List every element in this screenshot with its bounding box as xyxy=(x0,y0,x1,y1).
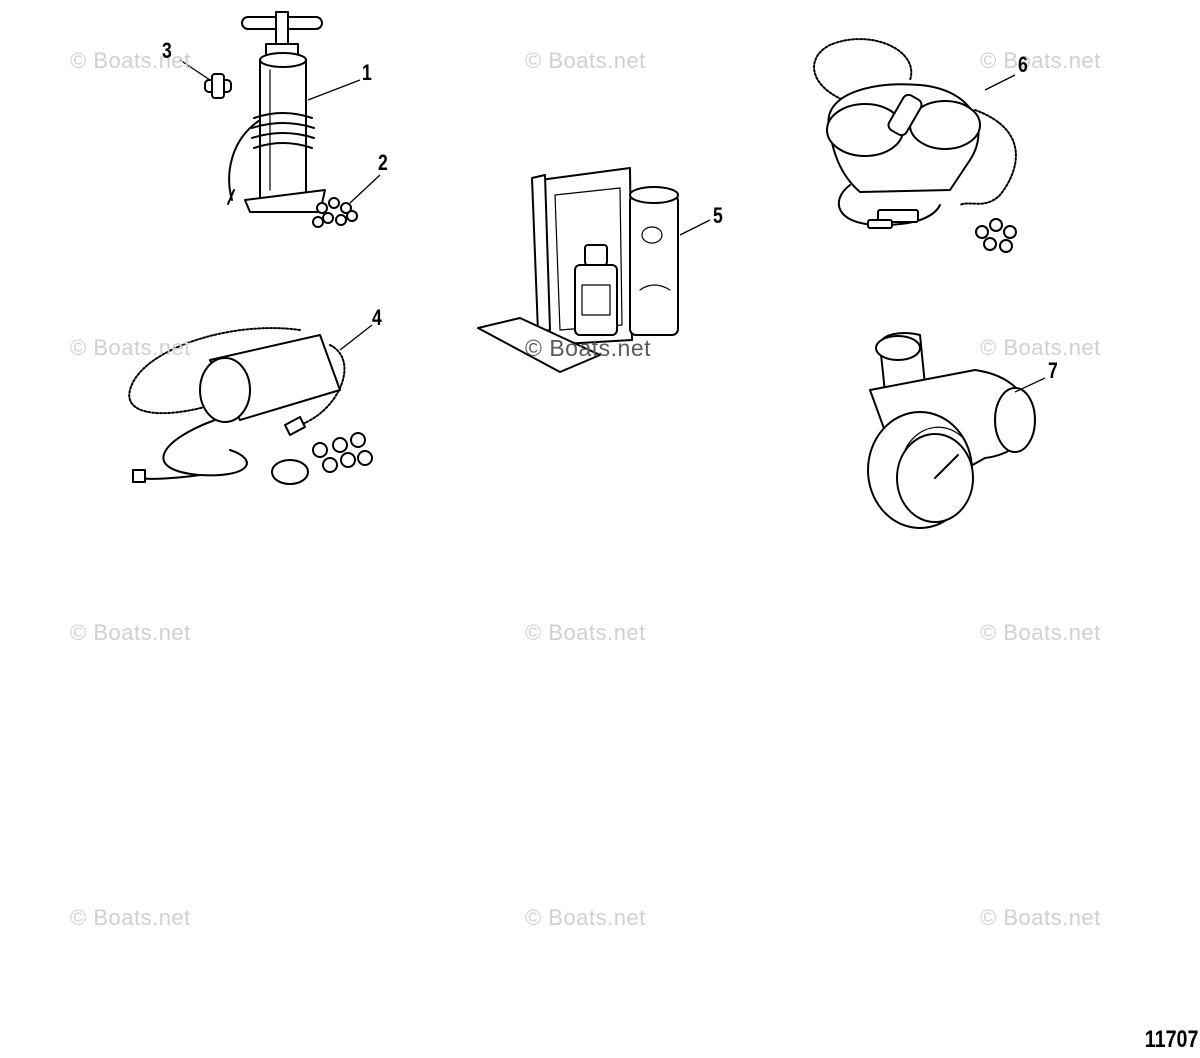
watermark: © Boats.net xyxy=(70,335,191,360)
callout-4[interactable]: 4 xyxy=(372,305,382,330)
pressure-gauge-illustration xyxy=(867,332,1036,529)
callout-3[interactable]: 3 xyxy=(162,38,172,63)
watermark: © Boats.net xyxy=(980,335,1101,360)
watermark: © Boats.net xyxy=(70,48,191,73)
leader-lines xyxy=(179,59,1046,393)
watermark: © Boats.net xyxy=(980,905,1101,930)
callout-7[interactable]: 7 xyxy=(1048,358,1058,383)
watermark: © Boats.net xyxy=(980,48,1101,73)
callout-1[interactable]: 1 xyxy=(362,60,372,85)
watermark: © Boats.net xyxy=(525,905,646,930)
watermark: © Boats.net xyxy=(70,620,191,645)
watermark: © Boats.net xyxy=(525,620,646,645)
callout-2[interactable]: 2 xyxy=(378,150,388,175)
valve-adapter-illustration xyxy=(204,73,232,99)
hand-pump-illustration xyxy=(227,11,326,213)
watermark: © Boats.net xyxy=(525,48,646,73)
watermark: © Boats.net xyxy=(525,335,652,361)
repair-kit-illustration xyxy=(477,167,679,373)
callout-5[interactable]: 5 xyxy=(713,203,723,228)
electric-pump-illustration xyxy=(128,327,373,485)
adapter-set-illustration xyxy=(312,197,358,228)
callout-6[interactable]: 6 xyxy=(1018,52,1028,77)
twelve-volt-pump-illustration xyxy=(813,38,1017,253)
watermark: © Boats.net xyxy=(980,620,1101,645)
watermark: © Boats.net xyxy=(70,905,191,930)
diagram-id: 11707 xyxy=(1144,1026,1198,1053)
